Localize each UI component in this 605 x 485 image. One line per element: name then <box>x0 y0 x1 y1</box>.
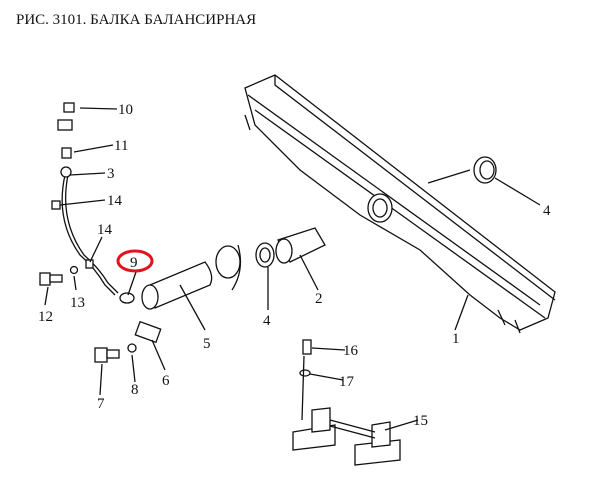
bolt-part-12 <box>39 265 79 286</box>
bracket-part-15 <box>292 339 401 466</box>
pin-part-2 <box>255 227 326 268</box>
figure-title: РИС. 3101. БАЛКА БАЛАНСИРНАЯ <box>16 12 257 28</box>
callout-12: 12 <box>38 309 53 325</box>
highlight-ring <box>116 249 154 273</box>
callout-3: 3 <box>107 166 115 182</box>
callout-10: 10 <box>118 102 133 118</box>
callout-15: 15 <box>413 413 428 429</box>
callout-4b: 4 <box>263 313 271 329</box>
callout-5: 5 <box>203 336 211 352</box>
callout-6: 6 <box>162 373 170 389</box>
callout-7: 7 <box>97 396 105 412</box>
callout-16: 16 <box>343 343 359 359</box>
callout-11: 11 <box>114 138 128 154</box>
lock-plate-part-6 <box>134 320 162 344</box>
bushing-part-4 <box>473 156 497 184</box>
callout-14b: 14 <box>97 222 113 238</box>
callout-8: 8 <box>131 382 139 398</box>
shaft-part-5 <box>141 261 213 310</box>
callout-4: 4 <box>543 203 551 219</box>
callout-1: 1 <box>452 331 460 347</box>
callout-13: 13 <box>70 295 85 311</box>
callout-17: 17 <box>339 374 355 390</box>
callout-2: 2 <box>315 291 323 307</box>
bolt-part-7 <box>94 343 137 363</box>
seal-part <box>215 244 242 291</box>
balance-beam-part <box>244 74 556 334</box>
grease-line-part <box>51 102 135 304</box>
callout-9: 9 <box>130 255 138 271</box>
callout-14: 14 <box>107 193 123 209</box>
